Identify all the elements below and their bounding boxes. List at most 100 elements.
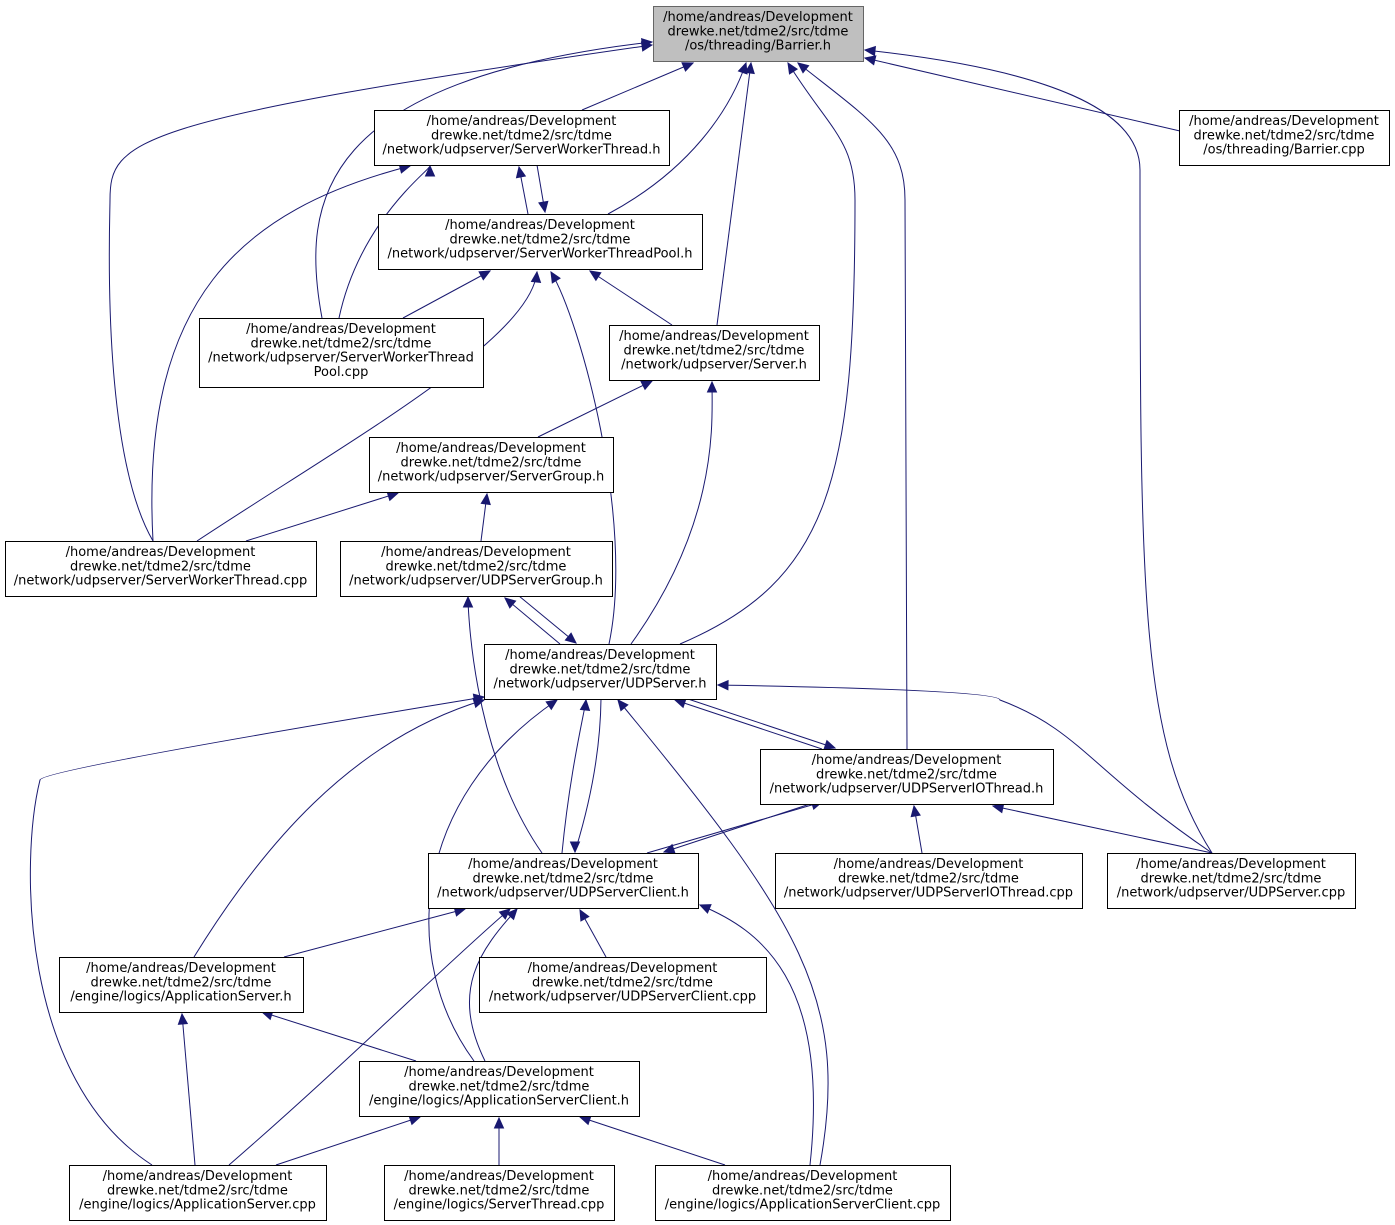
edge-line xyxy=(579,1116,726,1166)
edge-appserverclient_cpp-to-udpserver_h xyxy=(617,699,829,1166)
file-node-swtp-cpp[interactable]: /home/andreas/Developmentdrewke.net/tdme… xyxy=(199,318,484,388)
file-node-swt-cpp[interactable]: /home/andreas/Developmentdrewke.net/tdme… xyxy=(5,541,317,597)
arrowhead xyxy=(478,270,492,281)
node-label-line: /network/udpserver/UDPServerClient.cpp xyxy=(489,990,756,1005)
edge-udpserverio_h-to-udpserver_h xyxy=(673,698,823,750)
node-box xyxy=(760,749,1054,805)
edge-server_h-to-barrier_h xyxy=(716,61,755,326)
file-node-udpserver-h[interactable]: /home/andreas/Developmentdrewke.net/tdme… xyxy=(484,644,717,700)
file-node-udpserver-cpp[interactable]: /home/andreas/Developmentdrewke.net/tdme… xyxy=(1107,853,1356,909)
node-label-line: /network/udpserver/ServerWorkerThread xyxy=(208,351,474,366)
edge-line xyxy=(228,908,511,1166)
edge-line xyxy=(679,62,856,645)
edge-appserverclient_cpp-to-udpserverclient_h xyxy=(698,904,814,1166)
node-label-line: drewke.net/tdme2/src/tdme xyxy=(409,1183,590,1198)
node-label-line: /os/threading/Barrier.cpp xyxy=(1203,143,1364,158)
edge-appserver_cpp-to-appserver_h xyxy=(177,1012,196,1166)
arrowhead xyxy=(698,904,712,914)
arrowhead xyxy=(681,62,695,72)
arrowhead xyxy=(408,1115,422,1126)
node-label-line: /home/andreas/Development xyxy=(663,10,853,25)
edge-line xyxy=(646,801,823,854)
edge-line xyxy=(193,699,485,958)
edge-line xyxy=(245,492,399,542)
arrowhead xyxy=(472,693,486,704)
node-box xyxy=(1107,853,1356,909)
edge-appserver_cpp-to-udpserver_h xyxy=(29,693,486,1166)
edge-line xyxy=(504,597,561,645)
file-node-udpservergroup-h[interactable]: /home/andreas/Developmentdrewke.net/tdme… xyxy=(340,541,613,597)
edge-udpservergroup_h-to-udpserver_h xyxy=(518,595,577,644)
file-node-servergroup-h[interactable]: /home/andreas/Developmentdrewke.net/tdme… xyxy=(369,437,614,493)
arrowhead xyxy=(991,803,1005,814)
arrowhead xyxy=(550,270,561,284)
edge-line xyxy=(283,908,466,958)
node-box xyxy=(369,437,614,493)
file-node-serverthread-cpp[interactable]: /home/andreas/Developmentdrewke.net/tdme… xyxy=(384,1165,615,1221)
file-node-swt-h[interactable]: /home/andreas/Developmentdrewke.net/tdme… xyxy=(374,110,670,166)
file-node-server-h[interactable]: /home/andreas/Developmentdrewke.net/tdme… xyxy=(609,325,820,381)
node-label-line: /home/andreas/Development xyxy=(396,441,586,456)
node-label-line: /network/udpserver/UDPServerGroup.h xyxy=(349,574,603,589)
edge-line xyxy=(181,1013,196,1166)
node-label-line: /home/andreas/Development xyxy=(619,329,809,344)
file-node-barrier-cpp[interactable]: /home/andreas/Developmentdrewke.net/tdme… xyxy=(1179,110,1390,166)
node-label-line: /home/andreas/Development xyxy=(812,753,1002,768)
edge-udpserver_h-to-server_h xyxy=(630,380,718,645)
file-node-appserverclient-cpp[interactable]: /home/andreas/Developmentdrewke.net/tdme… xyxy=(655,1165,951,1221)
node-box xyxy=(59,957,304,1013)
edge-line xyxy=(537,380,653,438)
node-label-line: drewke.net/tdme2/src/tdme xyxy=(816,767,997,782)
edge-line xyxy=(261,1011,417,1062)
node-label-line: Pool.cpp xyxy=(314,365,369,380)
edge-udpserverio_cpp-to-udpserverio_h xyxy=(910,804,923,854)
node-box xyxy=(374,110,670,166)
edge-udpserver_cpp-to-udpserverio_h xyxy=(991,803,1213,854)
edge-appserver_cpp-to-udpserverclient_h xyxy=(228,908,511,1166)
edge-swtp_cpp-to-swt_h xyxy=(338,164,436,319)
file-node-appserver-cpp[interactable]: /home/andreas/Developmentdrewke.net/tdme… xyxy=(69,1165,327,1221)
edge-line xyxy=(992,805,1213,854)
edge-line xyxy=(402,270,491,319)
edge-udpserver_h-to-udpservergroup_h xyxy=(504,597,561,645)
node-label-line: /engine/logics/ApplicationServerClient.h xyxy=(369,1094,629,1109)
node-box xyxy=(1179,110,1390,166)
arrowhead xyxy=(515,165,527,179)
file-node-udpserverclient-cpp[interactable]: /home/andreas/Developmentdrewke.net/tdme… xyxy=(479,957,767,1013)
edge-udpserver_cpp-to-barrier_h xyxy=(863,45,1213,854)
file-node-appserverclient-h[interactable]: /home/andreas/Developmentdrewke.net/tdme… xyxy=(359,1061,640,1117)
node-label-line: /home/andreas/Development xyxy=(834,857,1024,872)
file-node-swtp-h[interactable]: /home/andreas/Developmentdrewke.net/tdme… xyxy=(378,214,703,270)
arrowhead xyxy=(462,595,474,608)
node-label-line: /network/udpserver/UDPServerIOThread.h xyxy=(770,782,1044,797)
edge-udpserverclient_h-to-udpservergroup_h xyxy=(462,595,543,854)
arrowhead xyxy=(538,200,549,214)
file-node-appserver-h[interactable]: /home/andreas/Developmentdrewke.net/tdme… xyxy=(59,957,304,1013)
arrowhead xyxy=(910,804,921,818)
node-label-line: /home/andreas/Development xyxy=(86,961,276,976)
node-box xyxy=(340,541,613,597)
arrowhead xyxy=(506,908,518,921)
file-node-udpserverio-h[interactable]: /home/andreas/Developmentdrewke.net/tdme… xyxy=(760,749,1054,805)
arrowhead xyxy=(863,55,877,66)
file-node-udpserverclient-h[interactable]: /home/andreas/Developmentdrewke.net/tdme… xyxy=(428,853,699,909)
node-box xyxy=(378,214,703,270)
edge-serverthread_cpp-to-appserverclient_h xyxy=(493,1116,505,1165)
edge-line xyxy=(469,908,518,1062)
node-label-line: /home/andreas/Development xyxy=(528,961,718,976)
arrowhead xyxy=(797,62,810,74)
node-label-line: drewke.net/tdme2/src/tdme xyxy=(450,232,631,247)
node-layer: /home/andreas/Developmentdrewke.net/tdme… xyxy=(5,6,1390,1221)
node-label-line: /home/andreas/Development xyxy=(427,114,617,129)
edge-line xyxy=(630,381,713,645)
file-node-barrier-h[interactable]: /home/andreas/Developmentdrewke.net/tdme… xyxy=(653,6,864,62)
arrowhead xyxy=(564,632,577,644)
arrowhead xyxy=(498,908,511,920)
edge-line xyxy=(663,803,811,853)
file-node-udpserverio-cpp[interactable]: /home/andreas/Developmentdrewke.net/tdme… xyxy=(775,853,1083,909)
node-label-line: /os/threading/Barrier.h xyxy=(685,39,831,54)
arrowhead xyxy=(662,843,676,854)
arrowhead xyxy=(787,61,799,75)
node-label-line: drewke.net/tdme2/src/tdme xyxy=(712,1183,893,1198)
edge-swtp_cpp-to-swtp_h xyxy=(402,270,492,319)
